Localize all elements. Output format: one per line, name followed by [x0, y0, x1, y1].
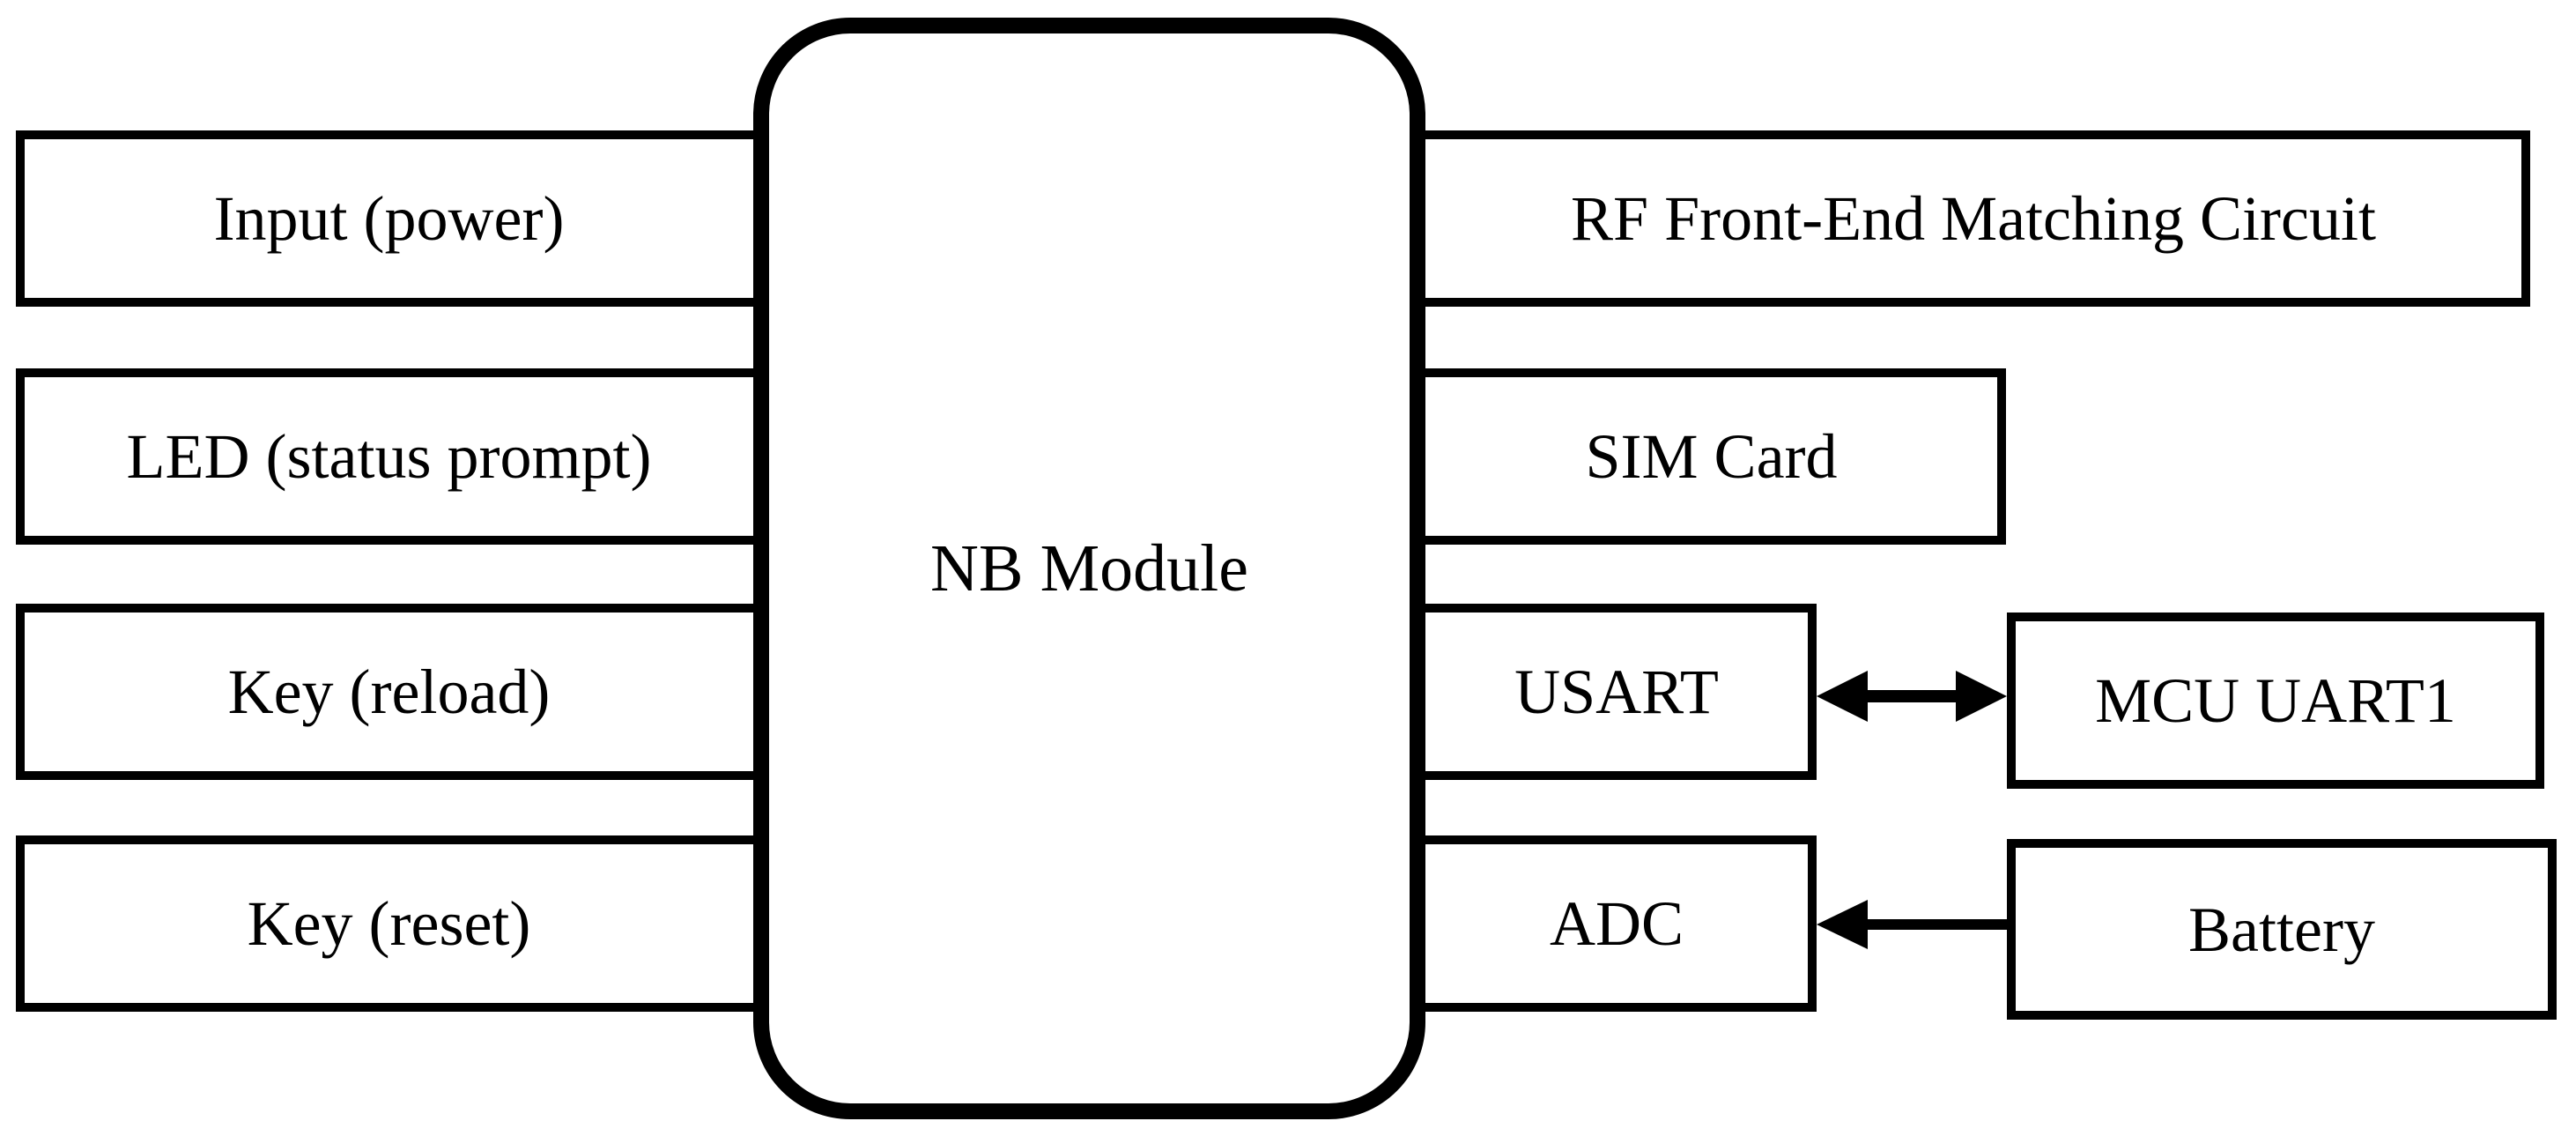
- usart-mcu-bidirectional-arrow: [1817, 671, 2007, 722]
- node-key-reset: Key (reset): [16, 835, 762, 1012]
- node-key-reset-label: Key (reset): [247, 888, 531, 959]
- node-adc: ADC: [1417, 835, 1817, 1012]
- node-mcu-uart1-label: MCU UART1: [2095, 665, 2456, 736]
- node-led-status-prompt-label: LED (status prompt): [126, 421, 652, 492]
- node-battery: Battery: [2007, 839, 2557, 1020]
- node-sim-card: SIM Card: [1417, 368, 2006, 545]
- node-mcu-uart1: MCU UART1: [2007, 613, 2544, 789]
- node-led-status-prompt: LED (status prompt): [16, 368, 762, 545]
- node-nb-module: NB Module: [753, 18, 1425, 1119]
- node-rf-front-end-matching-circuit: RF Front-End Matching Circuit: [1417, 130, 2530, 307]
- node-key-reload-label: Key (reload): [227, 657, 551, 727]
- battery-adc-arrow: [1817, 900, 2010, 949]
- node-usart-label: USART: [1514, 657, 1719, 727]
- node-input-power: Input (power): [16, 130, 762, 307]
- node-rf-front-end-label: RF Front-End Matching Circuit: [1571, 183, 2376, 254]
- node-key-reload: Key (reload): [16, 604, 762, 780]
- node-nb-module-label: NB Module: [930, 531, 1248, 605]
- node-adc-label: ADC: [1549, 888, 1684, 959]
- node-usart: USART: [1417, 604, 1817, 780]
- node-input-power-label: Input (power): [213, 183, 565, 254]
- node-battery-label: Battery: [2188, 894, 2375, 965]
- node-sim-card-label: SIM Card: [1585, 421, 1838, 492]
